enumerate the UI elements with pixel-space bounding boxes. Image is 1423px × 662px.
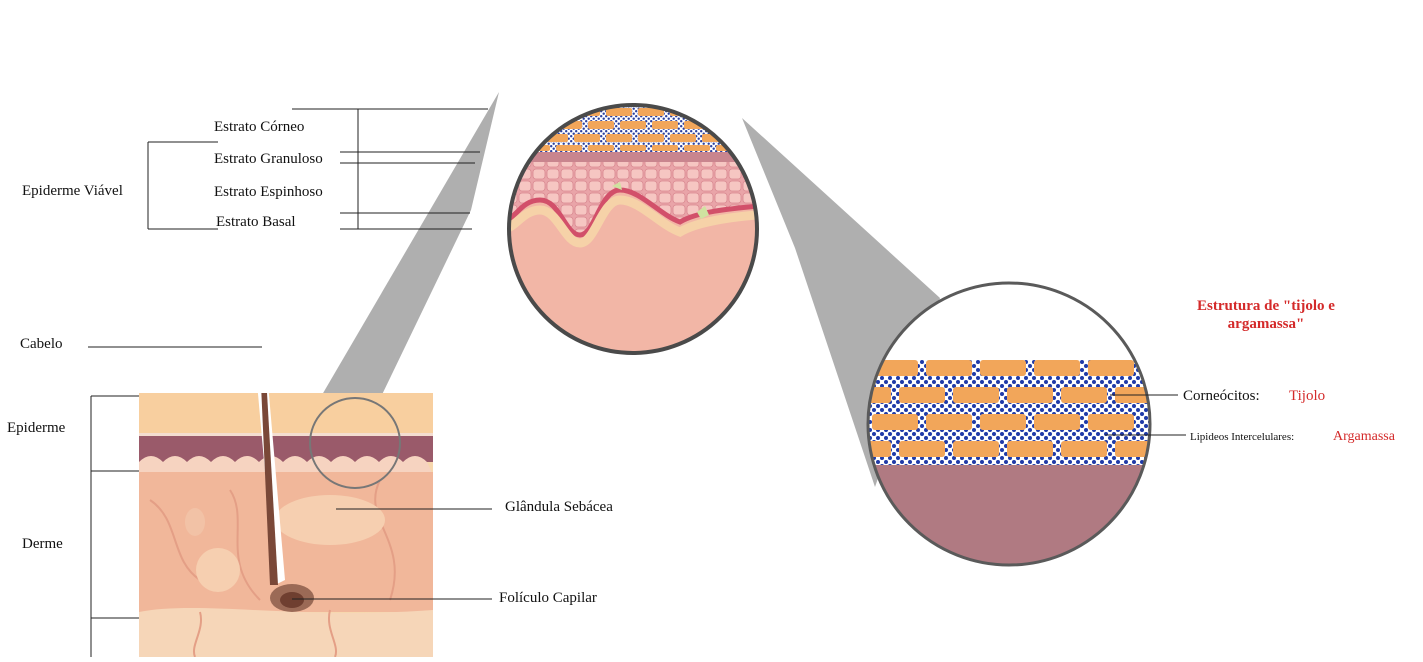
label-viable-epidermis: Epiderme Viável [22,183,123,199]
label-corneocytes: Corneócitos: [1183,388,1260,404]
label-mortar: Argamassa [1333,429,1396,444]
brick-mortar-title-line1: Estrutura de "tijolo e [1197,298,1335,314]
skin-cross-section [139,340,433,657]
label-stratum-corneum: Estrato Córneo [214,119,304,135]
label-intercellular-lipids: Lipideos Intercelulares: [1190,431,1294,443]
label-brick: Tijolo [1289,388,1325,404]
label-sebaceous-gland: Glândula Sebácea [505,499,613,515]
label-hair-follicle: Folículo Capilar [499,590,597,606]
label-epidermis: Epiderme [7,420,66,436]
brick-mortar-title-line2: argamassa" [1228,316,1305,332]
label-dermis: Derme [22,536,63,552]
label-stratum-basale: Estrato Basal [216,214,296,230]
label-hair: Cabelo [20,336,63,352]
label-stratum-spinosum: Estrato Espinhoso [214,184,323,200]
epidermis-magnified [478,100,793,360]
label-stratum-granulosum: Estrato Granuloso [214,151,323,167]
